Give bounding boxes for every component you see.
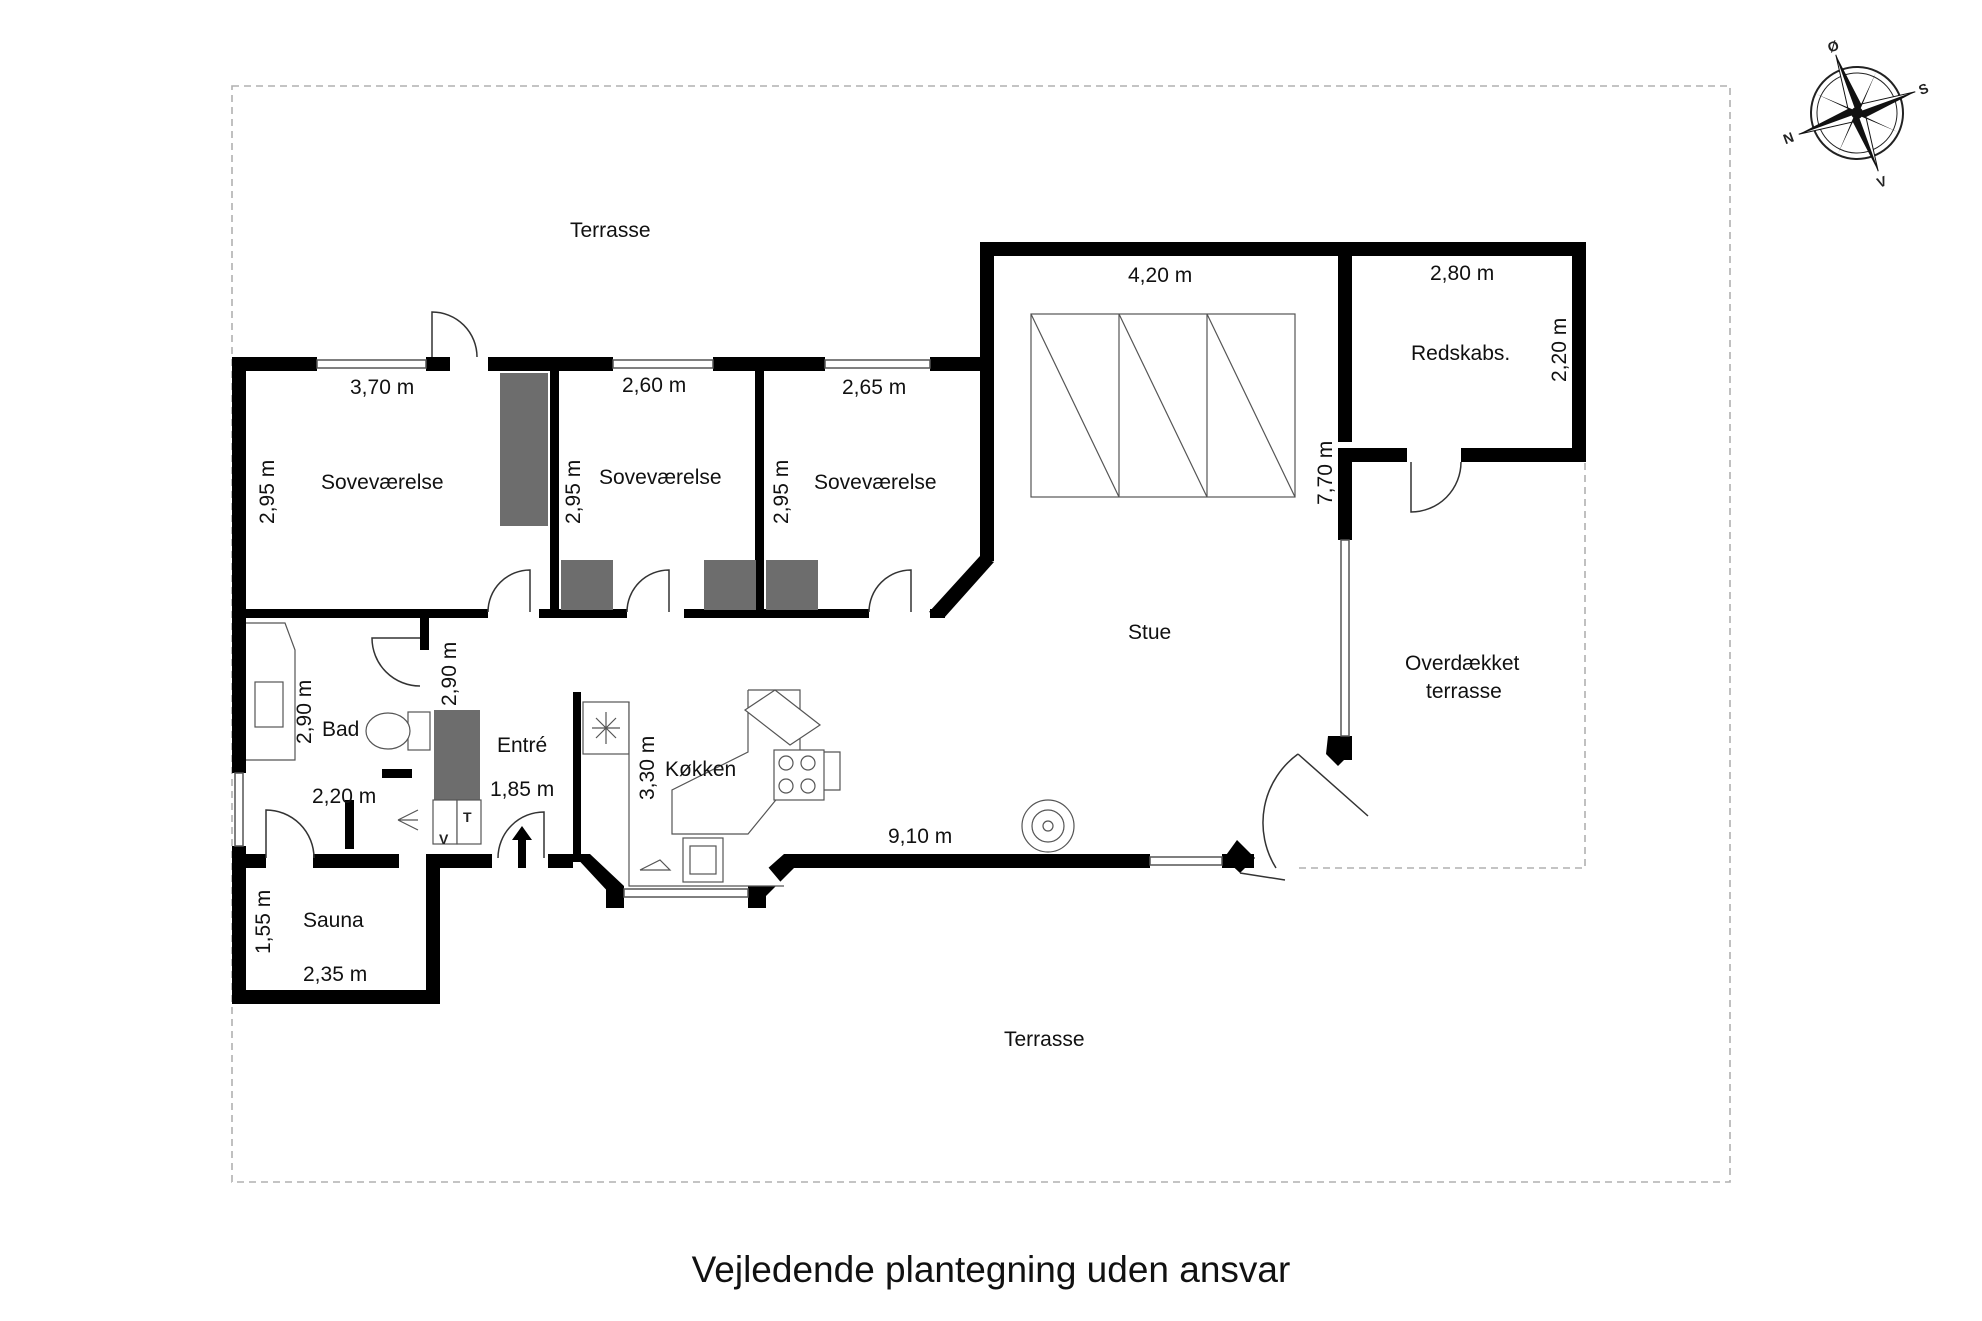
compass-west: V	[1875, 172, 1890, 190]
plot-outline	[231, 85, 1731, 1183]
compass-rose-icon: Ø S V N	[1781, 37, 1931, 191]
walls	[232, 242, 1586, 1004]
dryer	[456, 799, 482, 845]
dim-label: 2,65 m	[842, 376, 906, 399]
dimension-labels: 3,70 m 2,60 m 2,65 m 4,20 m 2,80 m 2,20 …	[252, 262, 1571, 986]
entry-arrow	[512, 826, 532, 868]
compass-north: N	[1781, 129, 1796, 147]
dim-label: 3,30 m	[636, 736, 659, 800]
fixtures: V T	[246, 313, 1296, 887]
windows	[234, 359, 1350, 898]
dim-label: 2,95 m	[562, 460, 585, 524]
room-label-sovevaerelse-1: Soveværelse	[321, 471, 444, 494]
dim-label: 2,35 m	[303, 963, 367, 986]
room-label-stue: Stue	[1128, 621, 1171, 644]
dim-label: 2,95 m	[770, 460, 793, 524]
dim-label: 2,80 m	[1430, 262, 1494, 285]
dim-label: 2,90 m	[293, 680, 316, 744]
room-label-terrasse-bottom: Terrasse	[1004, 1028, 1085, 1051]
room-label-overdaekket: Overdækket	[1405, 652, 1520, 675]
washer	[432, 799, 458, 845]
dim-label: 2,20 m	[312, 785, 376, 808]
room-label-koekken: Køkken	[665, 758, 736, 781]
dim-label: 9,10 m	[888, 825, 952, 848]
dim-label: 3,70 m	[350, 376, 414, 399]
dim-label: 1,55 m	[252, 890, 275, 954]
room-label-bad: Bad	[322, 718, 359, 741]
room-label-sovevaerelse-2: Soveværelse	[599, 466, 722, 489]
room-label-sauna: Sauna	[303, 909, 364, 932]
dim-label: 7,70 m	[1314, 441, 1337, 505]
plan-caption: Vejledende plantegning uden ansvar	[691, 1249, 1291, 1290]
dim-label: 2,90 m	[438, 642, 461, 706]
washer-mark: V	[439, 831, 449, 847]
room-label-overdaekket-2: terrasse	[1426, 680, 1502, 703]
room-label-redskabs: Redskabs.	[1411, 342, 1510, 365]
room-labels: Terrasse Terrasse Soveværelse Soveværels…	[303, 219, 1520, 1051]
dryer-mark: T	[463, 809, 472, 825]
compass-south: S	[1916, 80, 1930, 98]
covered-terrace-outline	[1295, 463, 1586, 869]
dim-label: 4,20 m	[1128, 264, 1192, 287]
compass-east: Ø	[1825, 37, 1841, 56]
dim-label: 1,85 m	[490, 778, 554, 801]
wardrobes	[434, 373, 818, 800]
dim-label: 2,95 m	[256, 460, 279, 524]
dim-label: 2,60 m	[622, 374, 686, 397]
room-label-sovevaerelse-3: Soveværelse	[814, 471, 937, 494]
doors	[265, 311, 1462, 881]
dim-label: 2,20 m	[1548, 318, 1571, 382]
room-label-terrasse-top: Terrasse	[570, 219, 651, 242]
room-label-entre: Entré	[497, 734, 547, 757]
